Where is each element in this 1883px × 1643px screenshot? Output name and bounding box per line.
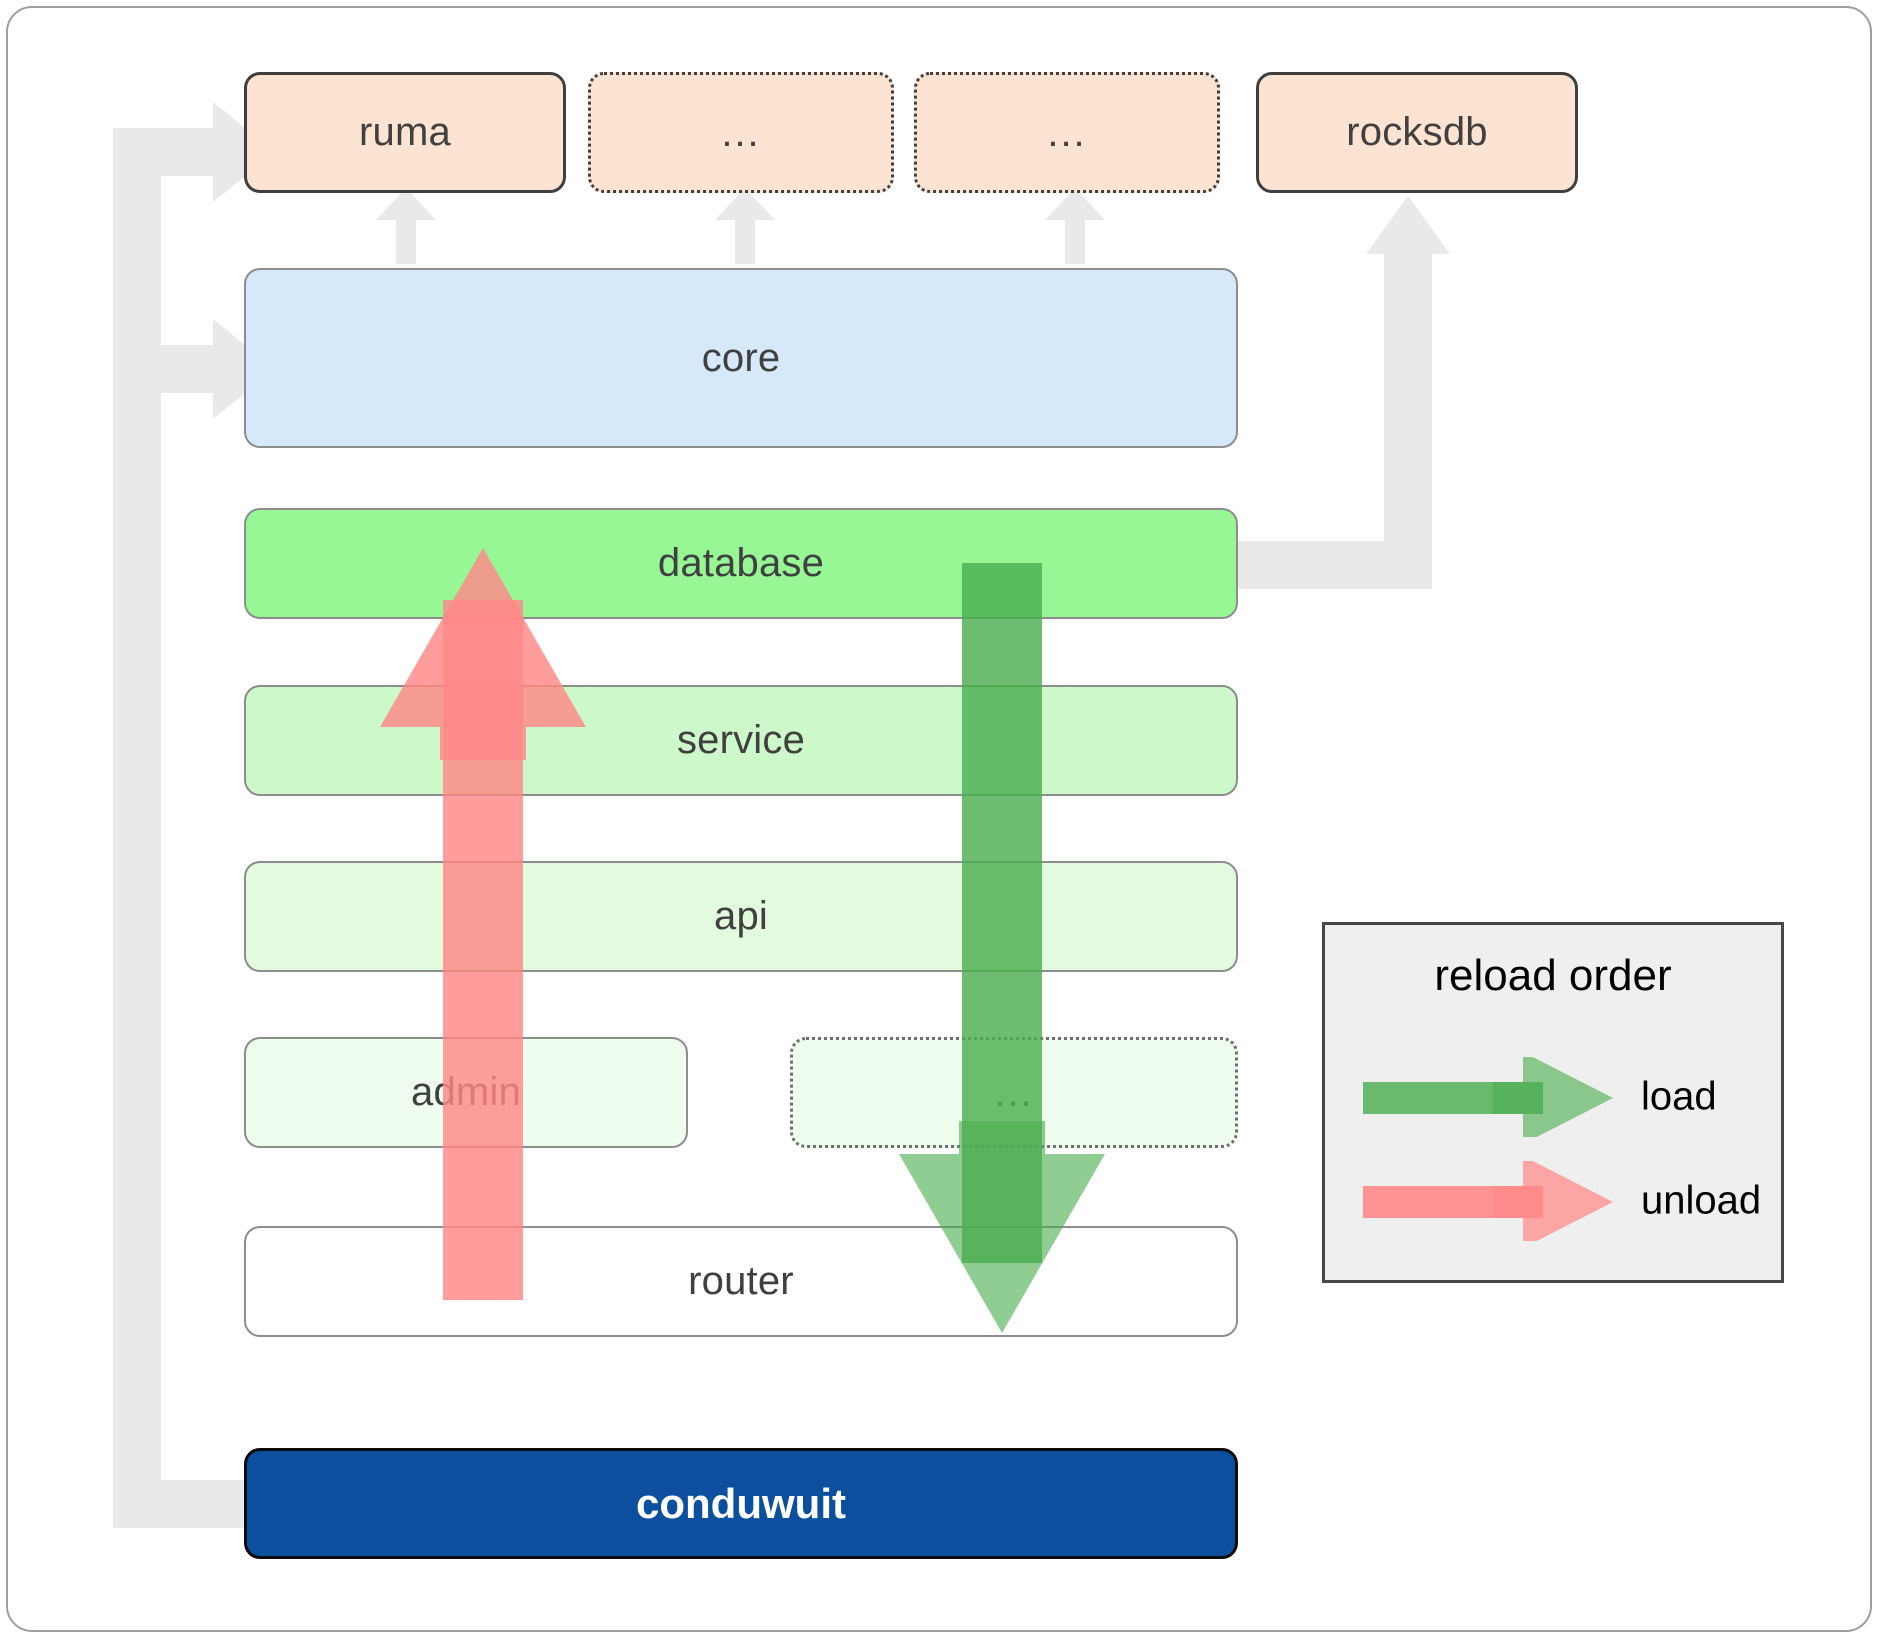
layer-database[interactable]: database [244, 508, 1238, 619]
layer-database-label: database [657, 541, 825, 585]
layer-api-label: api [714, 894, 768, 938]
legend-unload-arrow-icon [1363, 1161, 1613, 1241]
crate-placeholder-2[interactable]: ... [914, 72, 1220, 193]
layer-router[interactable]: router [244, 1226, 1238, 1337]
crate-placeholder-1[interactable]: ... [588, 72, 894, 193]
layer-admin[interactable]: admin [244, 1037, 688, 1148]
diagram-frame [6, 6, 1872, 1632]
crate-ruma[interactable]: ruma [244, 72, 566, 193]
legend-reload-order: reload order load unload [1322, 922, 1784, 1283]
crate-rocksdb[interactable]: rocksdb [1256, 72, 1578, 193]
layer-service-label: service [676, 718, 806, 762]
layer-api[interactable]: api [244, 861, 1238, 972]
legend-item-load: load [1325, 1057, 1781, 1137]
legend-load-label: load [1641, 1074, 1717, 1119]
layer-core[interactable]: core [244, 268, 1238, 448]
crate-placeholder-2-label: ... [1047, 110, 1087, 155]
layer-placeholder-label: ... [994, 1070, 1034, 1115]
app-conduwuit-label: conduwuit [636, 1479, 846, 1527]
layer-placeholder[interactable]: ... [790, 1037, 1238, 1148]
legend-title: reload order [1434, 951, 1672, 1000]
app-conduwuit[interactable]: conduwuit [244, 1448, 1238, 1559]
layer-core-label: core [701, 335, 781, 380]
crate-placeholder-1-label: ... [721, 110, 761, 155]
legend-load-arrow-icon [1363, 1057, 1613, 1137]
legend-item-unload: unload [1325, 1161, 1781, 1241]
layer-service[interactable]: service [244, 685, 1238, 796]
crate-rocksdb-label: rocksdb [1346, 110, 1488, 154]
crate-ruma-label: ruma [359, 110, 451, 154]
layer-admin-label: admin [411, 1070, 521, 1114]
layer-router-label: router [688, 1259, 794, 1303]
legend-unload-label: unload [1641, 1178, 1762, 1223]
